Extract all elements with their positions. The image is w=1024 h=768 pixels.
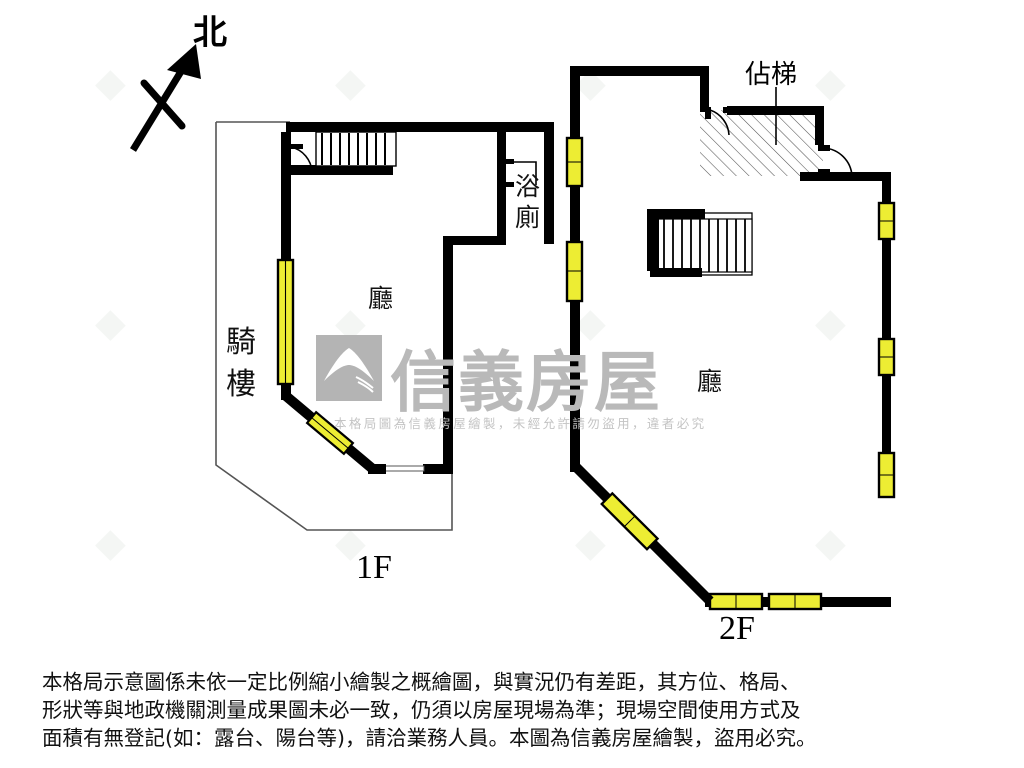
- wall-1f-west-bottom: [281, 380, 291, 400]
- svg-text:樓: 樓: [226, 367, 256, 402]
- window-2f-south-right: [767, 592, 823, 611]
- staircase-1f: [315, 131, 397, 167]
- wall-1f-bath-west: [497, 132, 506, 244]
- door-1f-entry: [286, 144, 313, 173]
- opening-1f-south: [382, 465, 425, 472]
- wall-2f-stairbox-west: [700, 66, 709, 112]
- floor-label-1f: 1F: [356, 549, 392, 586]
- wall-1f-west-top: [281, 132, 291, 170]
- window-1f-west: [276, 258, 295, 386]
- room-label-1f-arcade: 騎 樓: [226, 325, 256, 402]
- north-label: 北: [193, 13, 227, 53]
- wall-1f-south-left: [368, 464, 386, 474]
- window-2f-west-upper: [565, 136, 584, 188]
- wall-1f-stair-south: [281, 165, 393, 175]
- door-1f-bathroom: [500, 159, 537, 187]
- window-2f-southwest-diagonal: [600, 491, 660, 551]
- floor-2f-group: 佔梯 廳 2F: [565, 60, 896, 647]
- wall-1f-bath-south: [443, 236, 506, 245]
- wall-2f-east: [882, 172, 891, 472]
- floor-label-2f: 2F: [719, 610, 755, 647]
- room-label-2f-occupied-stair: 佔梯: [745, 60, 797, 90]
- room-label-1f-bathroom: 浴 廁: [515, 172, 540, 232]
- window-2f-east-middle: [877, 337, 896, 377]
- staircase-2f: [647, 209, 753, 277]
- window-2f-south-left: [708, 592, 764, 611]
- svg-text:騎: 騎: [226, 325, 256, 360]
- svg-text:廁: 廁: [515, 203, 540, 232]
- disclaimer-line-2: 形狀等與地政機關測量成果圖未必一致，仍須以房屋現場為準；現場空間使用方式及: [42, 698, 801, 723]
- wall-1f-east-upper: [544, 122, 554, 244]
- window-2f-east-lower: [877, 451, 896, 499]
- window-2f-west-lower: [565, 240, 584, 303]
- wall-2f-west-top: [570, 66, 580, 140]
- wall-2f-west-mid: [570, 185, 580, 243]
- north-arrow: [130, 44, 201, 152]
- wall-2f-west-bottom: [570, 300, 580, 472]
- room-label-2f-hall: 廳: [697, 367, 722, 396]
- window-2f-east-upper: [877, 201, 896, 241]
- door-2f-east: [818, 145, 853, 177]
- wall-1f-south-right: [423, 464, 453, 474]
- svg-text:浴: 浴: [515, 172, 540, 201]
- disclaimer-line-3: 面積有無登記(如：露台、陽台等)，請洽業務人員。本圖為信義房屋繪製，盜用必究。: [42, 726, 817, 751]
- wall-2f-stairbox-east: [815, 106, 824, 145]
- occupied-stair-area: [700, 110, 823, 176]
- wall-1f-west: [281, 170, 291, 262]
- window-1f-southwest: [305, 410, 355, 456]
- wall-2f-north: [575, 66, 709, 76]
- wall-1f-north: [286, 122, 554, 132]
- wall-1f-east-lower: [443, 236, 453, 474]
- disclaimer-line-1: 本格局示意圖係未依一定比例縮小繪製之概繪圖，與實況仍有差距，其方位、格局、: [42, 670, 801, 694]
- room-label-1f-hall: 廳: [368, 284, 393, 313]
- wall-2f-stairbox-south: [800, 172, 891, 181]
- wall-2f-stairbox-north: [727, 106, 823, 115]
- floor-1f-group: 廳 1F: [215, 121, 554, 586]
- arcade-outline: [215, 122, 453, 531]
- disclaimer: 本格局示意圖係未依一定比例縮小繪製之概繪圖，與實況仍有差距，其方位、格局、 形狀…: [42, 668, 987, 752]
- door-2f-northwest: [705, 107, 735, 136]
